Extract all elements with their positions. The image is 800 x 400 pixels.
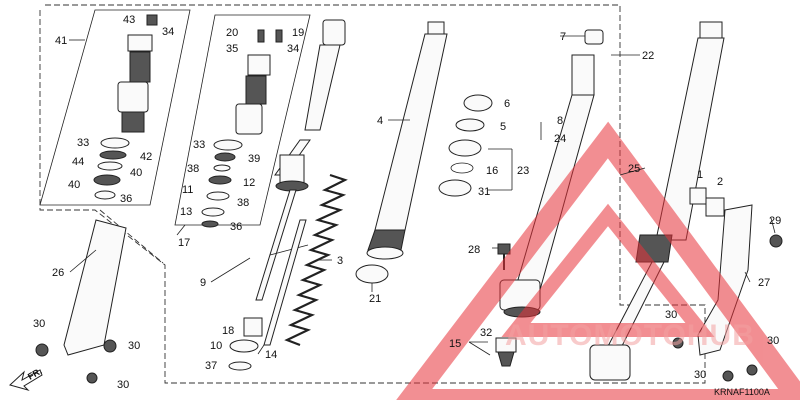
bushing-6 bbox=[463, 94, 493, 112]
ring-37 bbox=[228, 361, 252, 371]
label-2: 2 bbox=[717, 176, 723, 188]
label-4: 4 bbox=[377, 115, 383, 127]
label-35: 35 bbox=[226, 43, 238, 55]
collar-18 bbox=[243, 317, 263, 337]
label-36-b: 36 bbox=[230, 221, 242, 233]
label-8: 8 bbox=[557, 115, 563, 127]
dust-seal-31 bbox=[438, 179, 472, 197]
bolt-30-a bbox=[746, 364, 758, 376]
fork-spring-3 bbox=[284, 173, 348, 347]
label-30-e: 30 bbox=[767, 335, 779, 347]
label-24: 24 bbox=[554, 133, 566, 145]
label-20: 20 bbox=[226, 27, 238, 39]
label-30-b: 30 bbox=[128, 340, 140, 352]
label-33-b: 33 bbox=[193, 139, 205, 151]
label-43: 43 bbox=[123, 14, 135, 26]
label-42: 42 bbox=[140, 151, 152, 163]
label-26: 26 bbox=[52, 267, 64, 279]
rod-14 bbox=[263, 219, 307, 346]
label-12: 12 bbox=[243, 177, 255, 189]
label-28: 28 bbox=[468, 244, 480, 256]
label-15: 15 bbox=[449, 338, 461, 350]
watermark-logo bbox=[396, 121, 800, 400]
label-11: 11 bbox=[182, 184, 193, 196]
damper-cartridge-17 bbox=[201, 29, 283, 228]
label-18: 18 bbox=[222, 325, 234, 337]
label-38-b: 38 bbox=[237, 197, 249, 209]
o-ring-21 bbox=[355, 264, 389, 284]
damper-rod-9 bbox=[255, 19, 346, 301]
clamp-1 bbox=[689, 187, 707, 205]
label-5: 5 bbox=[500, 121, 506, 133]
direction-arrow-icon bbox=[9, 369, 43, 391]
label-30-f: 30 bbox=[694, 369, 706, 381]
label-37: 37 bbox=[205, 360, 217, 372]
label-38: 38 bbox=[187, 163, 199, 175]
label-30-c: 30 bbox=[117, 379, 129, 391]
bolt-30-c bbox=[672, 337, 684, 349]
label-33: 33 bbox=[77, 137, 89, 149]
label-30-a: 30 bbox=[33, 318, 45, 330]
leader-lines bbox=[69, 35, 776, 356]
bolt-30-b bbox=[722, 370, 734, 382]
label-34: 34 bbox=[162, 26, 174, 38]
label-44: 44 bbox=[72, 156, 84, 168]
label-41: 41 bbox=[55, 35, 67, 47]
label-10: 10 bbox=[210, 340, 222, 352]
boundary-diagonal bbox=[99, 209, 164, 264]
label-6: 6 bbox=[504, 98, 510, 110]
label-40-b: 40 bbox=[68, 179, 80, 191]
label-39: 39 bbox=[248, 153, 260, 165]
label-31: 31 bbox=[478, 186, 490, 198]
damper-cartridge-41 bbox=[93, 14, 158, 200]
part-labels: 43 34 41 20 19 35 34 33 42 44 40 40 36 3… bbox=[33, 14, 781, 391]
bushing-5 bbox=[455, 118, 485, 132]
label-3: 3 bbox=[337, 255, 343, 267]
label-1: 1 bbox=[697, 169, 703, 181]
label-14: 14 bbox=[265, 349, 277, 361]
label-22: 22 bbox=[642, 50, 654, 62]
label-19: 19 bbox=[292, 27, 304, 39]
clamp-2 bbox=[705, 197, 725, 217]
seal-23 bbox=[448, 139, 482, 157]
label-36: 36 bbox=[120, 193, 132, 205]
valve-32 bbox=[495, 337, 517, 367]
washer-10 bbox=[229, 339, 259, 353]
label-34-b: 34 bbox=[287, 43, 299, 55]
label-29: 29 bbox=[769, 215, 781, 227]
label-21: 21 bbox=[369, 293, 381, 305]
label-27: 27 bbox=[758, 277, 770, 289]
fork-guard-26 bbox=[35, 219, 127, 384]
bolt-29 bbox=[769, 234, 783, 248]
label-9: 9 bbox=[200, 277, 206, 289]
label-17: 17 bbox=[178, 237, 190, 249]
label-32: 32 bbox=[480, 327, 492, 339]
watermark-text: AUTOMOTOHUB bbox=[505, 319, 755, 352]
label-7: 7 bbox=[560, 31, 566, 43]
label-23: 23 bbox=[517, 165, 529, 177]
label-13: 13 bbox=[180, 206, 192, 218]
label-40: 40 bbox=[130, 167, 142, 179]
subassembly-frame-17 bbox=[174, 14, 311, 226]
subassembly-frame-41 bbox=[39, 9, 191, 206]
outer-tube-4 bbox=[366, 21, 448, 260]
label-25: 25 bbox=[628, 163, 640, 175]
clip-16 bbox=[450, 162, 474, 174]
label-30-d: 30 bbox=[665, 309, 677, 321]
direction-label: FR. bbox=[26, 366, 44, 382]
label-16: 16 bbox=[486, 165, 498, 177]
catalog-code: KRNAF1100A bbox=[714, 387, 770, 397]
